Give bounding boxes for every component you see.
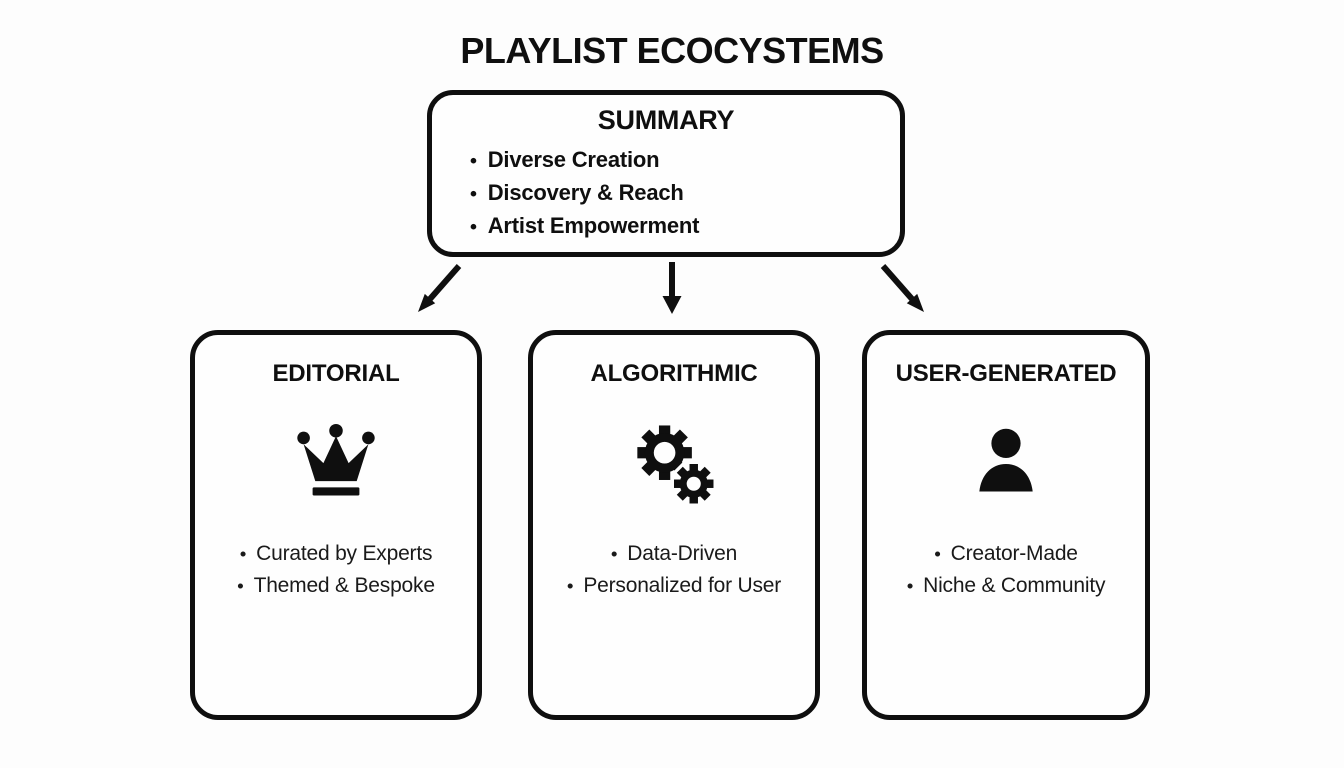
card-bullet-item: • Personalized for User xyxy=(533,570,815,602)
bullet-icon: • xyxy=(610,544,618,565)
card-bullet-item: • Themed & Bespoke xyxy=(195,570,477,602)
card-editorial: EDITORIAL • Curated by Experts • Themed … xyxy=(190,330,482,720)
card-bullet-text: Themed & Bespoke xyxy=(253,574,435,597)
summary-bullet-text: Diverse Creation xyxy=(487,147,660,172)
summary-box: SUMMARY • Diverse Creation • Discovery &… xyxy=(427,90,905,257)
arrow-down-left-icon xyxy=(418,264,462,312)
card-bullet-text: Data-Driven xyxy=(627,542,738,565)
crown-icon xyxy=(195,416,477,512)
bullet-icon: • xyxy=(566,576,574,597)
card-bullet-item: • Niche & Community xyxy=(867,570,1145,602)
summary-bullet-text: Discovery & Reach xyxy=(487,180,684,205)
bullet-icon: • xyxy=(470,150,477,172)
bullet-icon: • xyxy=(237,576,244,597)
gears-icon xyxy=(533,416,815,512)
card-bullet-text: Curated by Experts xyxy=(256,542,433,565)
summary-title: SUMMARY xyxy=(597,105,735,135)
card-bullet-item: • Data-Driven xyxy=(533,538,815,570)
card-bullet-item: • Creator-Made xyxy=(867,538,1145,570)
card-editorial-bullets: • Curated by Experts • Themed & Bespoke xyxy=(195,538,477,602)
bullet-icon: • xyxy=(906,576,914,597)
card-user-generated: USER-GENERATED • Creator-Made • Niche & … xyxy=(862,330,1150,720)
card-user-generated-bullets: • Creator-Made • Niche & Community xyxy=(867,538,1145,602)
card-editorial-title: EDITORIAL xyxy=(272,360,400,387)
summary-bullet-text: Artist Empowerment xyxy=(487,213,700,238)
card-bullet-text: Niche & Community xyxy=(923,574,1106,597)
summary-bullet-item: • Artist Empowerment xyxy=(470,210,900,243)
arrow-down-icon xyxy=(662,262,682,314)
bullet-icon: • xyxy=(470,183,477,205)
bullet-icon: • xyxy=(470,216,477,238)
card-bullet-item: • Curated by Experts xyxy=(195,538,477,570)
card-algorithmic-bullets: • Data-Driven • Personalized for User xyxy=(533,538,815,602)
card-user-generated-title: USER-GENERATED xyxy=(895,360,1117,387)
bullet-icon: • xyxy=(934,544,941,565)
summary-bullet-list: • Diverse Creation • Discovery & Reach •… xyxy=(432,144,900,243)
summary-bullet-item: • Discovery & Reach xyxy=(470,177,900,210)
card-bullet-text: Creator-Made xyxy=(950,542,1078,565)
card-algorithmic: ALGORITHMIC xyxy=(528,330,820,720)
person-icon xyxy=(867,416,1145,512)
card-algorithmic-title: ALGORITHMIC xyxy=(590,360,758,387)
bullet-icon: • xyxy=(239,544,247,565)
arrow-down-right-icon xyxy=(880,264,924,312)
page-title: PLAYLIST ECOCYSTEMS xyxy=(460,30,884,71)
summary-bullet-item: • Diverse Creation xyxy=(470,144,900,177)
card-bullet-text: Personalized for User xyxy=(583,574,782,597)
